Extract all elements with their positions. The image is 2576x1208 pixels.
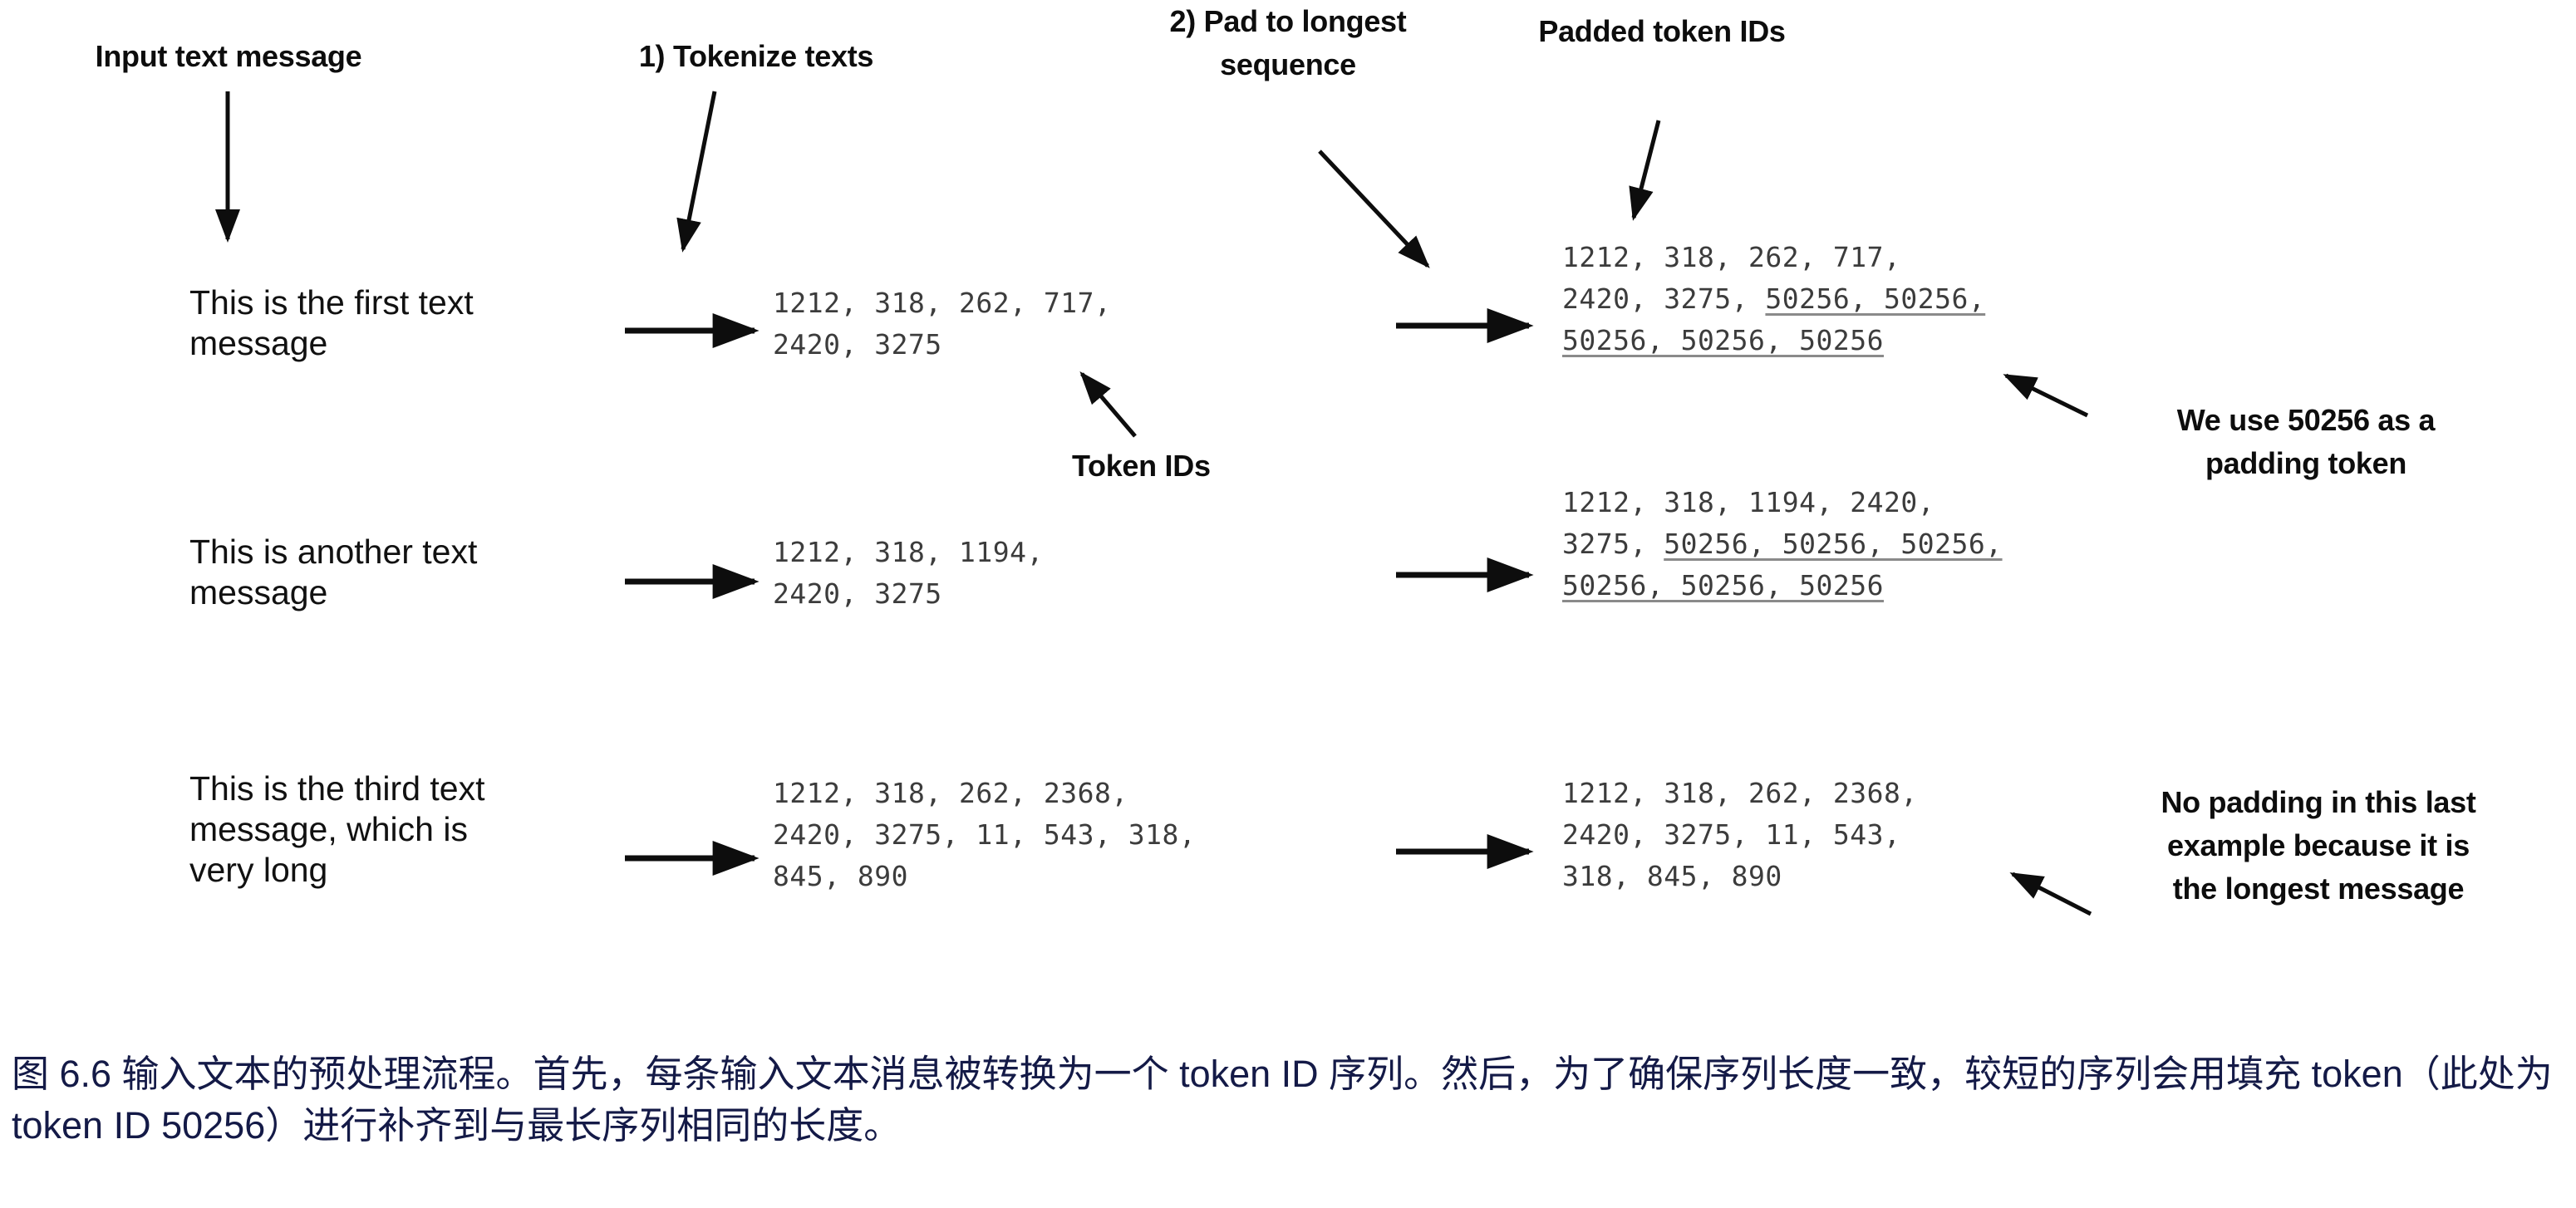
- input-message-row-2: This is another text message: [189, 533, 478, 611]
- arrow-pad-to-longest: [1318, 150, 1430, 268]
- padded-token-ids-row-2-padding: 50256, 50256, 50256, 50256, 50256, 50256: [1562, 528, 2003, 602]
- input-message-row-1: This is the first text message: [189, 283, 474, 362]
- padded-token-ids-row-1-prefix: 1212, 318, 262, 717, 2420, 3275,: [1562, 241, 1901, 315]
- padded-token-ids-row-2-prefix: 1212, 318, 1194, 2420, 3275,: [1562, 486, 1935, 560]
- padded-token-ids-row-1: 1212, 318, 262, 717, 2420, 3275, 50256, …: [1562, 237, 2194, 361]
- input-message-row-3: This is the third text message, which is…: [189, 769, 485, 889]
- padded-token-ids-row-1-padding: 50256, 50256, 50256, 50256, 50256: [1562, 282, 1986, 356]
- label-padded-token-ids: Padded token IDs: [1538, 14, 1786, 48]
- token-ids-row-2: 1212, 318, 1194, 2420, 3275: [773, 536, 1044, 610]
- arrow-token-ids-callout: [1079, 371, 1137, 438]
- label-we-use-padding-token: We use 50256 as a padding token: [2176, 403, 2436, 480]
- figure-caption: 图 6.6 输入文本的预处理流程。首先，每条输入文本消息被转换为一个 token…: [12, 1053, 2553, 1147]
- arrow-padded-token-ids: [1629, 120, 1661, 221]
- label-input-text-message: Input text message: [95, 39, 362, 73]
- padded-token-ids-row-3-prefix: 1212, 318, 262, 2368, 2420, 3275, 11, 54…: [1562, 777, 1918, 892]
- label-no-padding: No padding in this last example because …: [2161, 785, 2476, 906]
- arrow-padding-token-callout: [2003, 373, 2089, 418]
- padded-token-ids-row-2: 1212, 318, 1194, 2420, 3275, 50256, 5025…: [1562, 482, 2219, 606]
- arrow-tokenize-texts: [676, 91, 717, 253]
- label-pad-to-longest-sequence: 2) Pad to longest sequence: [1169, 4, 1407, 81]
- label-token-ids: Token IDs: [1072, 449, 1211, 483]
- label-tokenize-texts: 1) Tokenize texts: [638, 39, 874, 73]
- token-ids-row-3: 1212, 318, 262, 2368, 2420, 3275, 11, 54…: [773, 777, 1197, 892]
- token-ids-row-1: 1212, 318, 262, 717, 2420, 3275: [773, 287, 1112, 361]
- padded-token-ids-row-3: 1212, 318, 262, 2368, 2420, 3275, 11, 54…: [1562, 773, 2194, 897]
